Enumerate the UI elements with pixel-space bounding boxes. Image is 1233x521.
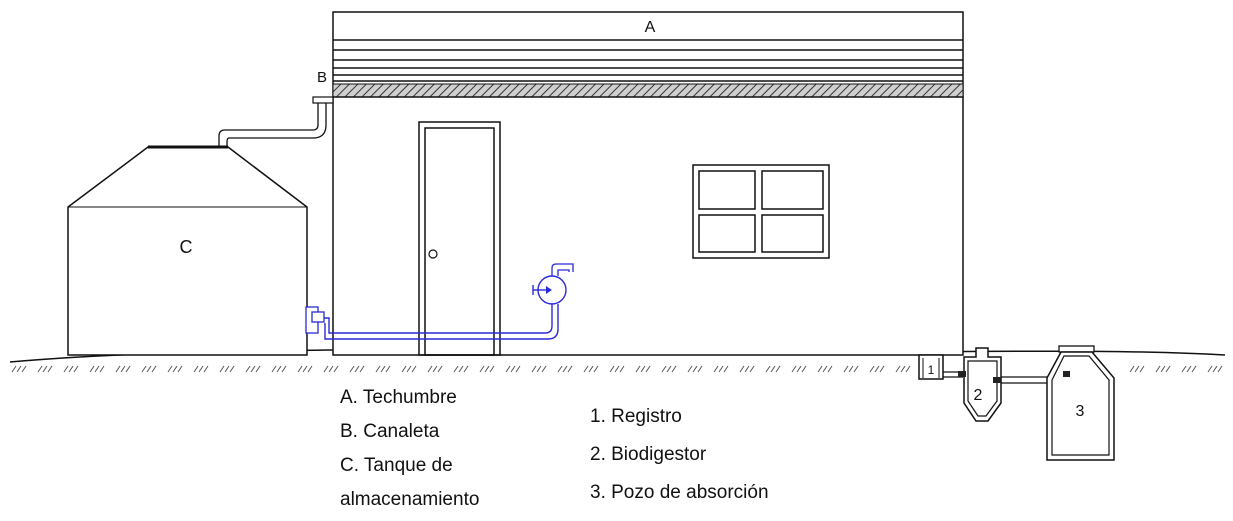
door: [418, 121, 501, 356]
legend-item-registro: 1. Registro: [590, 406, 682, 427]
legend-left: A. Techumbre B. Canaleta C. Tanque de al…: [340, 387, 479, 510]
pozo-label: 3: [1076, 403, 1085, 420]
legend-item-pozo: 3. Pozo de absorción: [590, 482, 769, 503]
storage-tank: C: [67, 145, 308, 356]
door-knob: [428, 249, 438, 259]
pozo-de-absorcion: 3: [1046, 345, 1115, 461]
window: [692, 164, 830, 259]
roof: A: [332, 11, 964, 98]
gutter-label: B: [317, 69, 327, 86]
legend-item-canaleta: B. Canaleta: [340, 421, 440, 442]
legend-item-techumbre: A. Techumbre: [340, 387, 457, 408]
house-wall: [332, 96, 964, 356]
ground-hatch-marks: [11, 365, 1223, 373]
water-pipe: [305, 304, 559, 340]
registro-label: 1: [928, 363, 935, 377]
legend-right: 1. Registro 2. Biodigestor 3. Pozo de ab…: [590, 406, 769, 503]
biodigestor-label: 2: [974, 387, 983, 404]
legend-item-biodigestor: 2. Biodigestor: [590, 444, 707, 465]
registro: 1: [918, 354, 963, 380]
roof-label: A: [645, 19, 656, 36]
legend-item-tanque: C. Tanque de: [340, 455, 453, 476]
gutter: B: [218, 69, 334, 147]
tank-label: C: [180, 237, 193, 257]
pump: [532, 263, 574, 305]
legend-item-almacenamiento: almacenamiento: [340, 489, 479, 510]
